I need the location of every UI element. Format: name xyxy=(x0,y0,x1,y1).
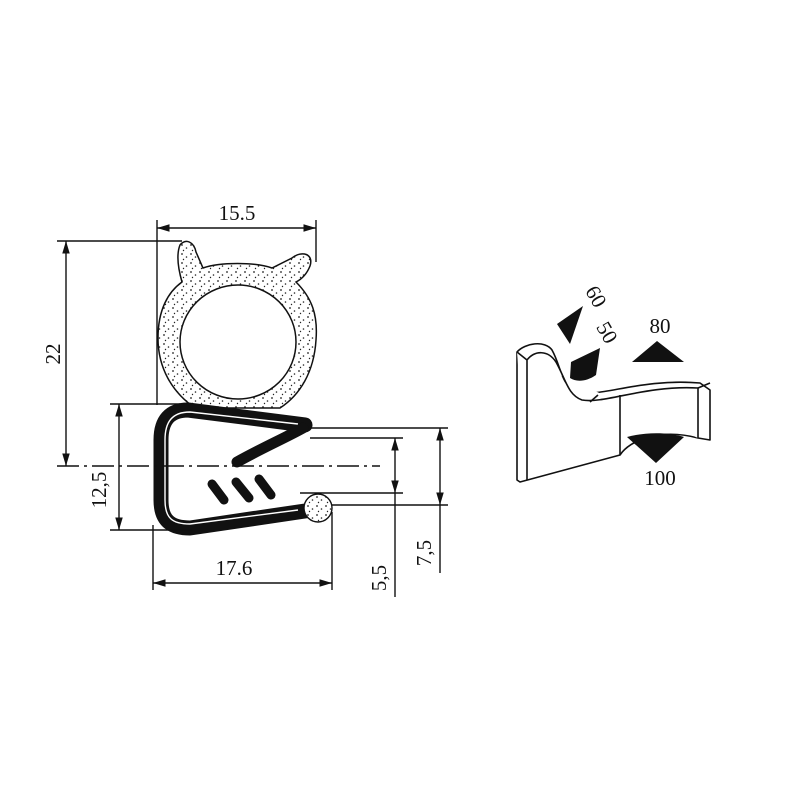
metal-clip xyxy=(153,402,333,536)
grip-fingers xyxy=(207,474,276,505)
foam-bulb xyxy=(157,240,318,409)
dim-base-width: 17.6 xyxy=(216,556,253,580)
label-60: 60 xyxy=(580,281,611,311)
load-diagram xyxy=(516,343,711,483)
dim-clip-height: 12,5 xyxy=(87,472,111,509)
dimension-lines xyxy=(57,220,448,597)
dim-top-width: 15.5 xyxy=(219,201,256,225)
arrow-60 xyxy=(557,306,583,344)
label-80: 80 xyxy=(650,314,671,338)
load-arrows xyxy=(557,306,684,463)
foam-lip xyxy=(303,493,333,523)
dim-inner-gap: 5,5 xyxy=(367,565,391,591)
arrow-100 xyxy=(627,433,684,463)
label-50: 50 xyxy=(591,317,622,347)
label-100: 100 xyxy=(644,466,676,490)
dim-outer-gap: 7,5 xyxy=(412,540,436,566)
dim-total-height: 22 xyxy=(41,344,65,365)
arrow-80 xyxy=(632,341,684,362)
arrow-50 xyxy=(570,348,600,381)
